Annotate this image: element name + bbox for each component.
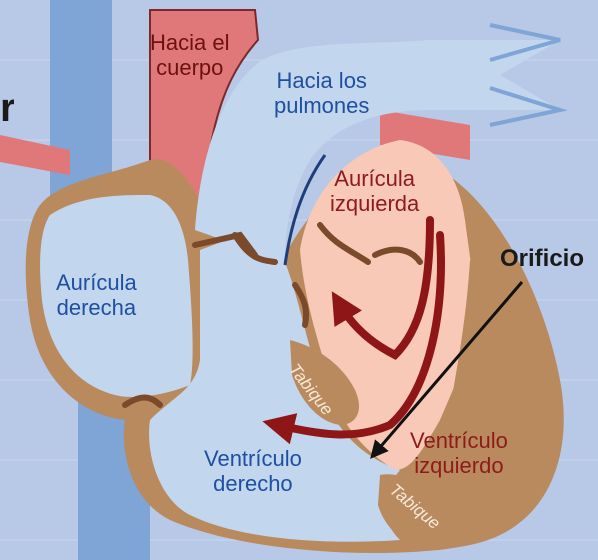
- label-to-body: Hacia el cuerpo: [150, 30, 229, 80]
- label-right-ventricle: Ventrículo derecho: [204, 446, 302, 496]
- label-orifice: Orificio: [500, 246, 584, 271]
- label-left-ventricle: Ventrículo izquierdo: [410, 428, 508, 478]
- label-right-atrium: Aurícula derecha: [56, 270, 137, 320]
- edge-text-fragment: r: [0, 86, 14, 130]
- label-to-lungs: Hacia los pulmones: [274, 68, 369, 118]
- label-left-atrium: Aurícula izquierda: [330, 166, 419, 216]
